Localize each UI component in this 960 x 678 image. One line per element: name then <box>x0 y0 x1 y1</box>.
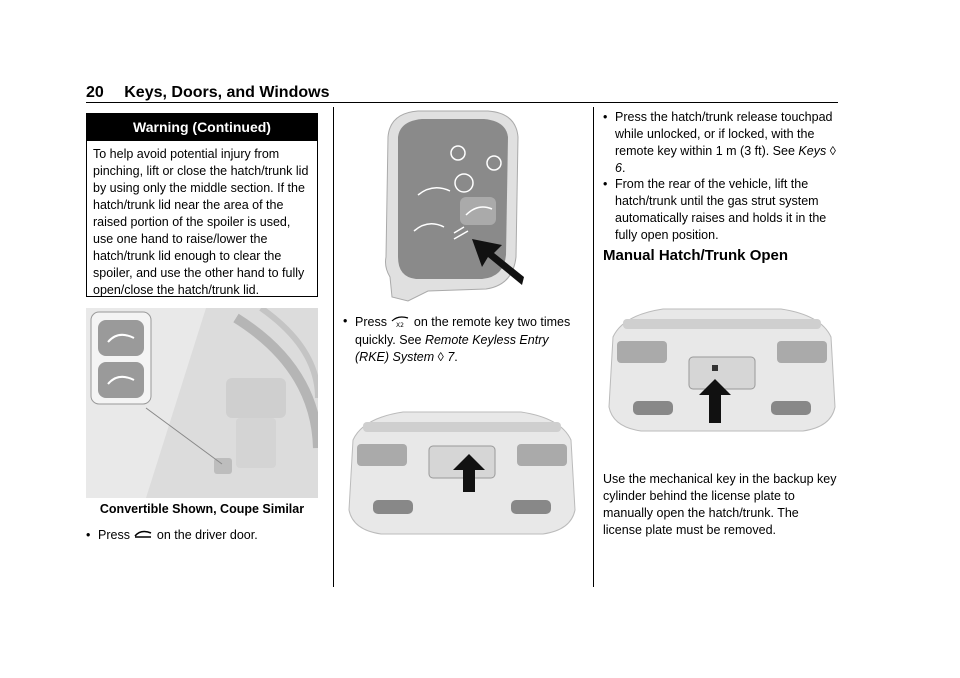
sentence-period: . <box>454 350 458 364</box>
sentence-period: . <box>621 161 626 175</box>
trunk-release-icon <box>133 527 153 544</box>
page-header: 20 Keys, Doors, and Windows <box>86 84 329 102</box>
bullet-marker: • <box>603 177 608 191</box>
page-ref-arrow: ◊ <box>437 350 444 364</box>
header-rule <box>86 102 838 103</box>
bullet-marker: • <box>603 110 608 124</box>
rke-system-link[interactable]: Remote Keyless Entry (RKE) System <box>355 333 549 364</box>
manual-open-paragraph: Use the mechanical key in the backup key… <box>603 472 837 537</box>
vehicle-rear-illustration <box>603 297 841 437</box>
warning-box: Warning (Continued) To help avoid potent… <box>86 113 318 297</box>
section-heading: Manual Hatch/Trunk Open <box>603 247 789 264</box>
unlock-icon <box>486 155 502 171</box>
bullet-text: on the remote key two times quickly. See <box>355 314 571 347</box>
touchpad-bullet: • Press the hatch/trunk release touchpad… <box>603 109 839 177</box>
warning-text: To help avoid potential injury from pinc… <box>93 147 309 297</box>
svg-text:X2: X2 <box>396 322 404 327</box>
section-title: Keys, Doors, and Windows <box>124 84 330 101</box>
bullet-text: Press the hatch/trunk release touchpad w… <box>615 110 833 158</box>
bullet-marker: • <box>343 314 348 328</box>
column-divider <box>593 107 594 587</box>
page-ref-number[interactable]: 7 <box>447 350 455 364</box>
page-number: 20 <box>86 84 104 101</box>
arrow-icon <box>472 239 524 285</box>
remote-start-icon <box>453 226 469 240</box>
column-divider <box>333 107 334 587</box>
remote-trunk-x2-icon: X2 <box>390 313 410 332</box>
warning-title: Warning (Continued) <box>87 114 317 141</box>
bullet-marker: • <box>86 528 91 542</box>
door-figure-caption: Convertible Shown, Coupe Similar <box>99 502 305 516</box>
door-switch-illustration <box>86 308 318 498</box>
key-fob-illustration <box>378 107 524 304</box>
lock-icon <box>450 145 466 161</box>
bullet-text: From the rear of the vehicle, lift the h… <box>615 177 827 242</box>
bullet-text: Press <box>98 528 130 542</box>
bullet-text: Press <box>355 314 387 329</box>
rear-lift-bullet: • From the rear of the vehicle, lift the… <box>603 176 839 244</box>
vehicle-rear-illustration <box>343 400 581 540</box>
bullet-text: on the driver door. <box>156 528 258 542</box>
convertible-top-icon <box>413 223 445 232</box>
remote-key-bullet: • Press X2 on the remote key two times q… <box>343 313 583 366</box>
driver-door-bullet: • Press on the driver door. <box>86 527 326 544</box>
keys-link[interactable]: Keys <box>798 144 827 158</box>
arrow-icon <box>453 454 485 492</box>
arrow-icon <box>699 379 731 423</box>
page-ref-arrow: ◊ <box>829 144 836 158</box>
page-ref-number[interactable]: 6 <box>615 161 622 175</box>
